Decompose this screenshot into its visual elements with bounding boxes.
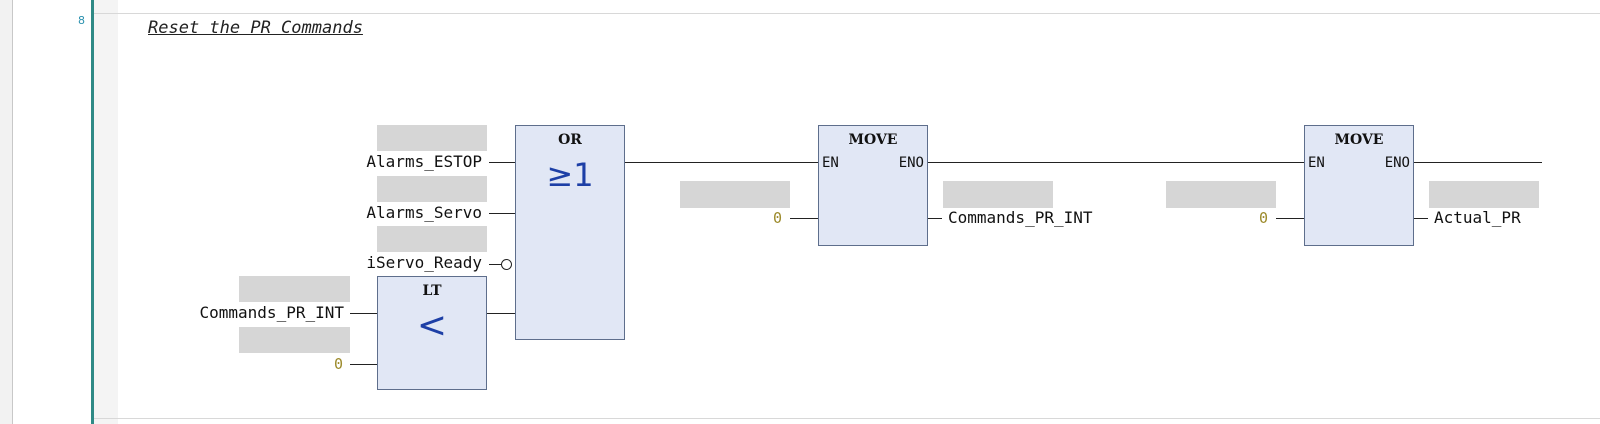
lt-input-commands-pr-int[interactable]: Commands_PR_INT (199, 303, 345, 322)
move1-output-commands-pr-int[interactable]: Commands_PR_INT (948, 208, 1093, 227)
move1-en-pin: EN (822, 155, 839, 171)
move1-function-block[interactable]: MOVE EN ENO (818, 125, 928, 246)
wire-move2-output (1414, 218, 1428, 219)
move2-constant-zero[interactable]: 0 (1258, 209, 1268, 227)
input-iservo-ready[interactable]: iServo_Ready (366, 253, 482, 272)
move2-function-block[interactable]: MOVE EN ENO (1304, 125, 1414, 246)
wire-move2-eno-out (1414, 162, 1542, 163)
network-margin (94, 0, 118, 424)
move1-block-title: MOVE (848, 132, 898, 148)
network-top-divider (94, 13, 1600, 14)
wire-move2-input (1276, 218, 1304, 219)
move2-en-pin: EN (1308, 155, 1325, 171)
wire-lt-in1 (350, 313, 377, 314)
greater-equal-one-icon: ≥1 (546, 156, 594, 194)
network-bottom-divider (94, 418, 1600, 419)
network-comment[interactable]: Reset the PR Commands (148, 18, 363, 38)
instance-placeholder[interactable] (239, 327, 350, 353)
less-than-icon: < (416, 305, 448, 346)
wire-move1-output (928, 218, 942, 219)
instance-placeholder[interactable] (377, 226, 487, 252)
or-function-block[interactable]: OR ≥1 (515, 125, 625, 340)
move1-eno-pin: ENO (898, 155, 924, 171)
wire-iservo-ready (489, 264, 502, 265)
move2-block-title: MOVE (1334, 132, 1384, 148)
lt-block-title: LT (422, 283, 442, 299)
instance-placeholder[interactable] (1429, 181, 1539, 208)
wire-lt-output (487, 313, 515, 314)
negation-circle-icon (501, 259, 512, 270)
lt-constant-zero[interactable]: 0 (333, 355, 343, 373)
wire-or-to-move1 (625, 162, 818, 163)
input-alarms-estop[interactable]: Alarms_ESTOP (366, 152, 482, 171)
move2-eno-pin: ENO (1384, 155, 1410, 171)
input-alarms-servo[interactable]: Alarms_Servo (366, 203, 482, 222)
instance-placeholder[interactable] (239, 276, 350, 302)
or-block-title: OR (558, 132, 582, 148)
wire-alarms-estop (489, 162, 515, 163)
instance-placeholder[interactable] (680, 181, 790, 208)
wire-alarms-servo (489, 213, 515, 214)
instance-placeholder[interactable] (377, 125, 487, 151)
wire-move1-to-move2 (928, 162, 1304, 163)
lt-function-block[interactable]: LT < (377, 276, 487, 390)
wire-lt-in2 (350, 364, 377, 365)
instance-placeholder[interactable] (943, 181, 1053, 208)
network-number: 8 (78, 14, 85, 27)
editor-left-border (0, 0, 13, 424)
network-selection-bar (91, 0, 94, 424)
instance-placeholder[interactable] (377, 176, 487, 202)
wire-move1-input (790, 218, 818, 219)
move2-output-actual-pr[interactable]: Actual_PR (1434, 208, 1521, 227)
move1-constant-zero[interactable]: 0 (772, 209, 782, 227)
line-number-gutter: 8 (13, 0, 91, 424)
instance-placeholder[interactable] (1166, 181, 1276, 208)
